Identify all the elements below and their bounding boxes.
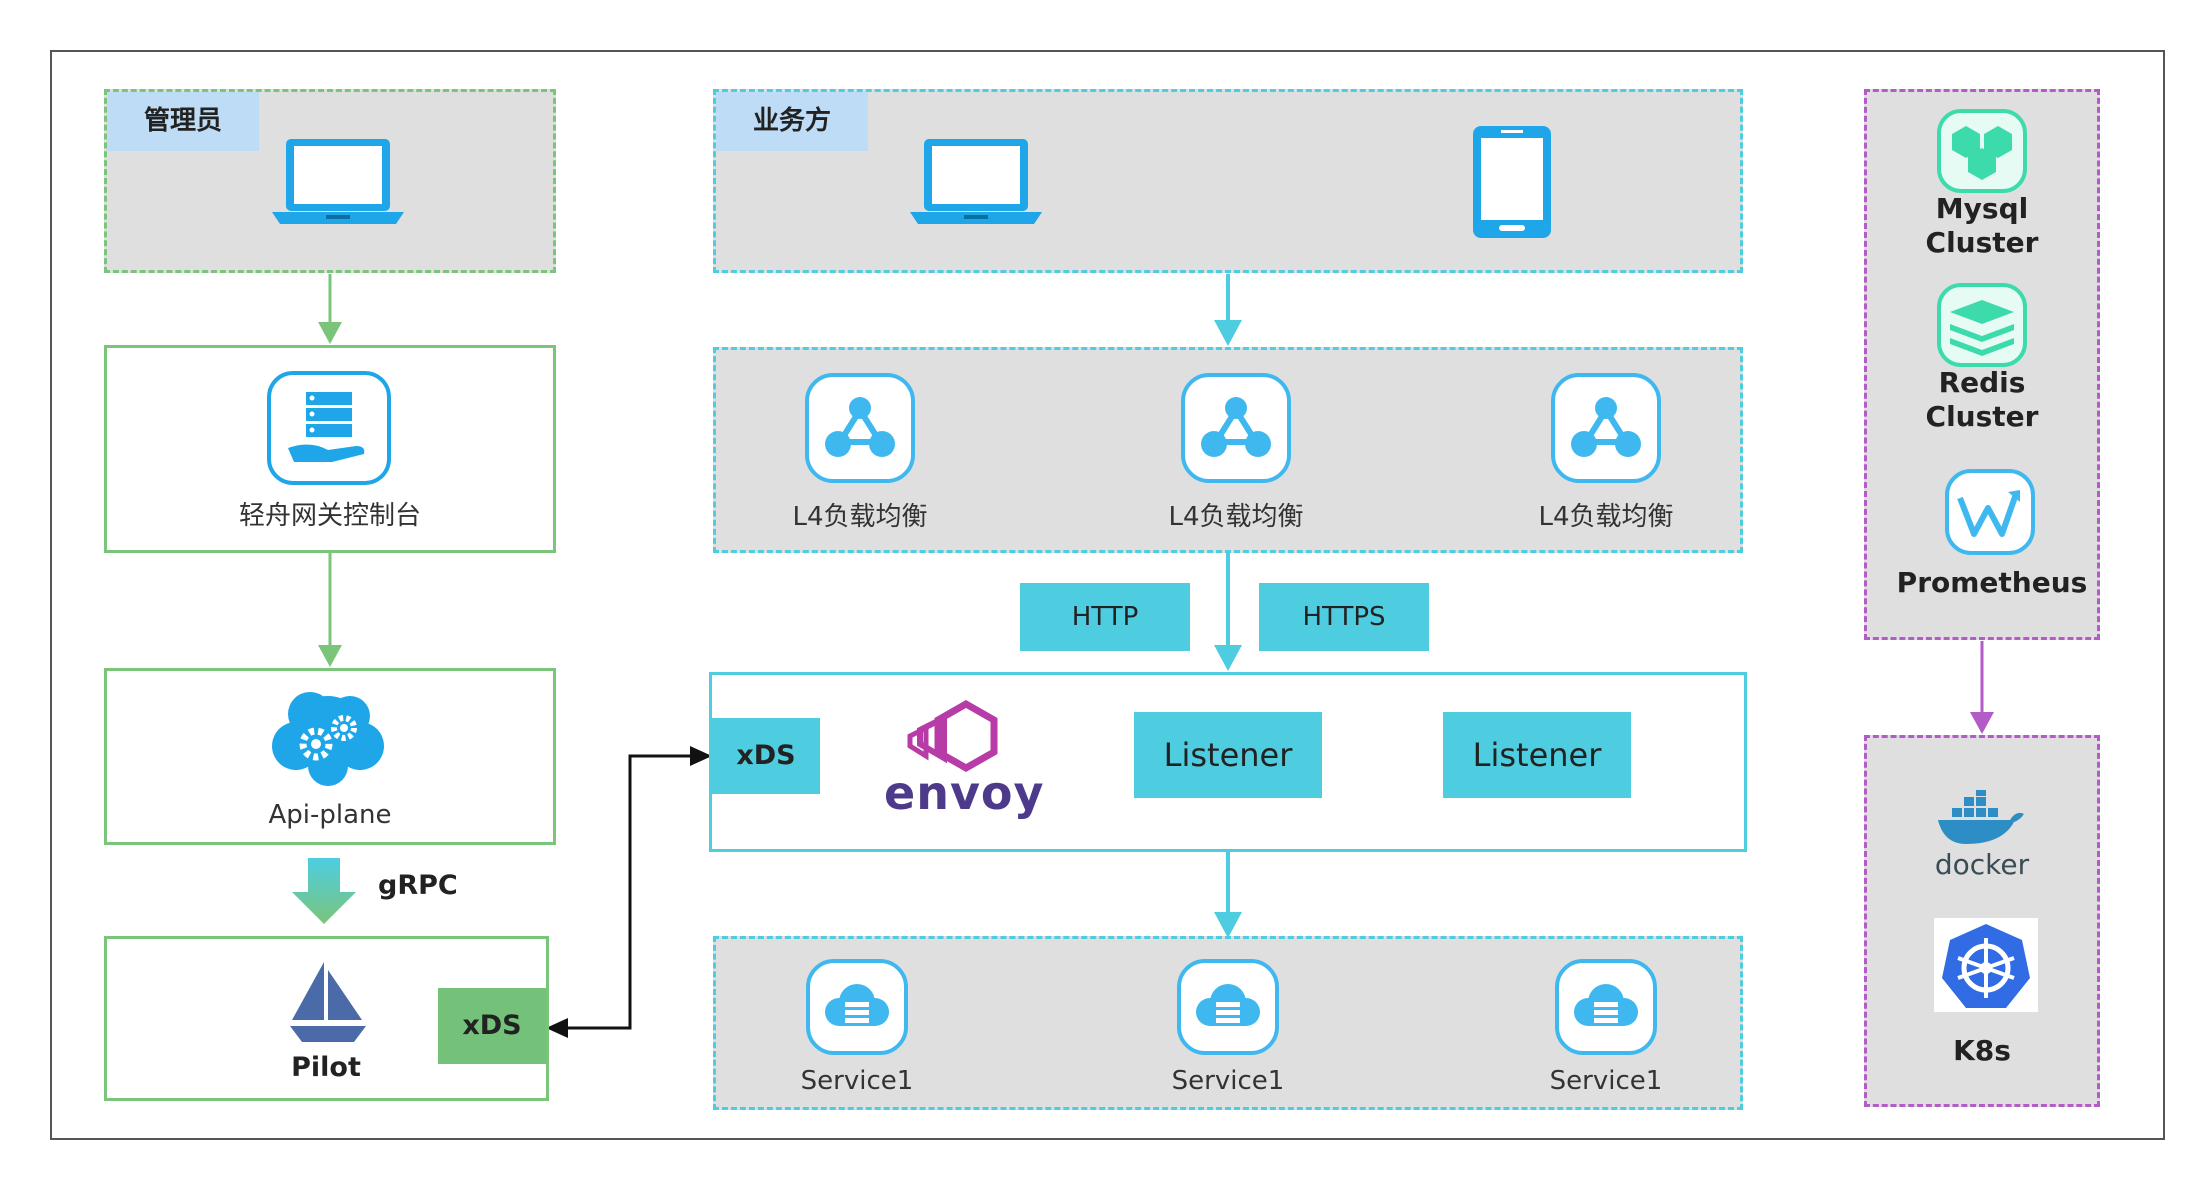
envoy-logo-icon <box>907 700 998 773</box>
diagram-frame <box>50 50 2165 1140</box>
envoy-logo-text: envoy <box>884 766 1045 820</box>
service-cloud-icon <box>1177 959 1279 1055</box>
prometheus-label: Prometheus <box>1896 566 2088 599</box>
docker-label: docker <box>1934 848 2030 881</box>
laptop-icon <box>910 139 1042 224</box>
service-label: Service1 <box>800 1066 914 1096</box>
service-label: Service1 <box>1549 1066 1663 1096</box>
admin-title: 管理员 <box>107 92 259 151</box>
listener-badge: Listener <box>1134 712 1322 798</box>
lb-label: L4负载均衡 <box>1168 502 1304 532</box>
prometheus-icon <box>1945 469 2035 555</box>
pilot-sail-icon <box>290 962 366 1042</box>
console-label: 轻舟网关控制台 <box>238 501 421 531</box>
kubernetes-icon <box>1934 918 2038 1012</box>
arrow-admin-to-console <box>318 274 342 344</box>
https-badge: HTTPS <box>1259 583 1429 651</box>
business-title: 业务方 <box>716 92 868 151</box>
mysql-icon <box>1937 109 2027 193</box>
arrow-infra-to-k8s <box>1970 641 1994 734</box>
service-cloud-icon <box>1555 959 1657 1055</box>
laptop-icon <box>272 139 404 224</box>
service-cloud-icon <box>806 959 908 1055</box>
grpc-arrow <box>292 858 356 924</box>
arrow-console-to-apiplane <box>318 552 342 667</box>
mysql-label-line1: Mysql <box>1935 192 2029 225</box>
load-balancer-icon <box>805 373 915 483</box>
arrow-business-to-lb <box>1214 274 1242 346</box>
redis-label-line2: Cluster <box>1925 400 2039 433</box>
redis-icon <box>1937 283 2027 367</box>
xds-connector <box>546 746 712 1038</box>
service-label: Service1 <box>1171 1066 1285 1096</box>
http-badge: HTTP <box>1020 583 1190 651</box>
k8s-label: K8s <box>1953 1034 2011 1067</box>
phone-icon <box>1473 126 1551 238</box>
pilot-xds-badge: xDS <box>438 988 546 1064</box>
business-group <box>713 89 1743 273</box>
mysql-label-line2: Cluster <box>1925 226 2039 259</box>
redis-label-line1: Redis <box>1938 366 2026 399</box>
api-plane-label: Api-plane <box>268 800 392 830</box>
arrow-envoy-to-services <box>1214 852 1242 938</box>
load-balancer-icon <box>1181 373 1291 483</box>
load-balancer-icon <box>1551 373 1661 483</box>
arrow-lb-to-envoy <box>1214 553 1242 671</box>
console-server-icon <box>267 371 391 485</box>
grpc-label: gRPC <box>378 870 458 901</box>
docker-icon <box>1938 790 2024 844</box>
lb-label: L4负载均衡 <box>1538 502 1674 532</box>
lb-label: L4负载均衡 <box>792 502 928 532</box>
envoy-xds-badge: xDS <box>712 718 820 794</box>
api-plane-cloud-gear-icon <box>272 692 384 786</box>
listener-badge: Listener <box>1443 712 1631 798</box>
pilot-label: Pilot <box>291 1052 361 1083</box>
